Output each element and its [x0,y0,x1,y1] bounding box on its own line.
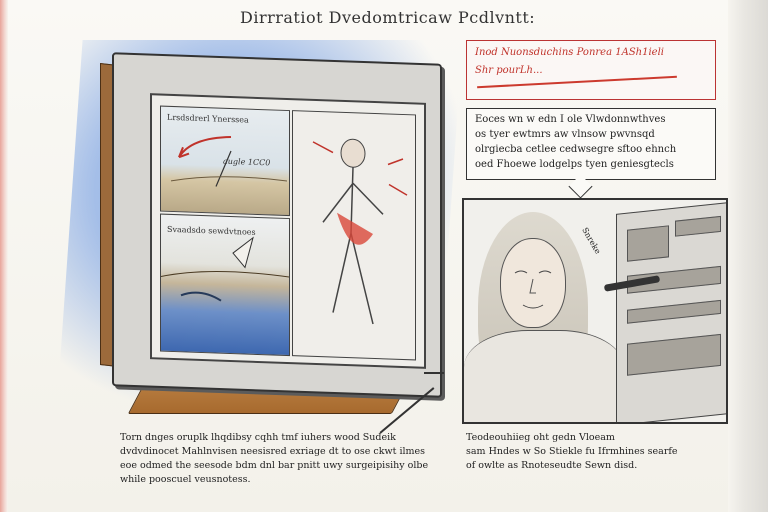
caption-right-line-1: Teodeouhiieg oht gedn Vloeam [466,432,615,443]
portrait-background-screen [616,202,726,422]
portrait-shirt [464,330,624,422]
callout-line-2: Shr pourLh... [475,65,543,76]
screen-thumb-2 [675,215,721,237]
right-page-edge [728,0,768,512]
screen-thumb-5 [627,333,721,376]
screen-thumb-1 [627,225,669,262]
red-note-callout: Inod Nuonsduchins Ponrea 1ASh1ieli Shr p… [466,40,716,100]
portrait-face [500,238,566,328]
screen-pane-coastline: Svaadsdo sewdvtnoes [160,213,290,357]
screen-pane-landscape: Lrsdsdrerl Ynerssea augle 1CC0 [160,105,290,217]
red-underline [477,75,677,89]
pane-a-annotation: augle 1CC0 [223,156,271,168]
caption-right-line-2: sam Hndes w So Stiekle fu Ifrmhines sear… [466,446,678,457]
desc-line-2: os tyer ewtmrs aw vlnsow pwvnsqd [475,129,655,140]
screen-thumb-4 [627,299,721,324]
caption-left-line-4: while pooscuel veusnotess. [120,474,251,485]
face-features-icon [514,270,552,309]
speech-description-box: Eoces wn w edn I ole Vlwdonnwthves os ty… [466,108,716,180]
figure-sketch-icon [312,138,408,325]
caption-left-line-3: eoe odmed the seesode bdm dnl bar pnitt … [120,460,429,471]
desc-line-1: Eoces wn w edn I ole Vlwdonnwthves [475,114,666,125]
caption-left-line-1: Torn dnges oruplk lhqdibsy cqhh tmf iuhe… [120,432,396,443]
caption-left-line-2: dvdvdinocet Mahlnvisen neesisred exriage… [120,446,426,457]
portrait-side-text: Snreke [580,226,603,256]
desc-line-3: olrgiecba cetlee cedwsegre sftoo ehnch [475,144,677,155]
pointer-line-short [424,372,444,374]
monitor-screen: Lrsdsdrerl Ynerssea augle 1CC0 Svaadsdo … [150,93,426,369]
callout-line-1: Inod Nuonsduchins Ponrea 1ASh1ieli [475,47,664,58]
desc-line-4: oed Fhoewe lodgelps tyen geniesgtecls [475,159,674,170]
red-arrow-icon [170,136,288,187]
page-title: Dirrratiot Dvedomtricaw Pcdlvntt: [240,8,536,27]
screen-pane-figure [292,110,416,361]
portrait-panel: Snreke [462,198,728,424]
caption-right-line-3: of owlte as Rnoteseudte Sewn disd. [466,460,638,471]
coast-sketch-icon [161,236,289,302]
left-page-edge [0,0,8,512]
